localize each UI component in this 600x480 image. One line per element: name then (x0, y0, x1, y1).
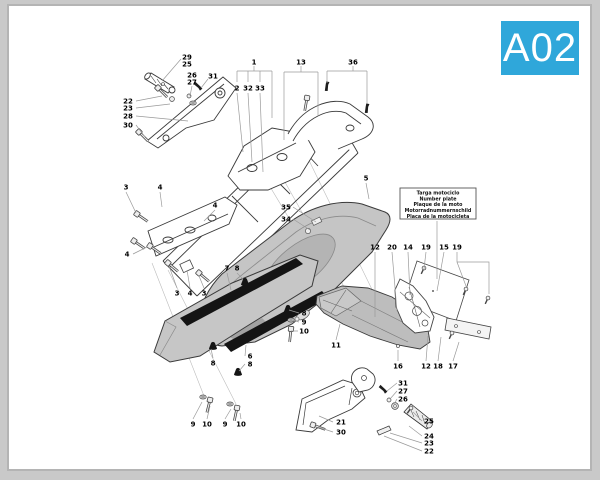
part-number-label: 19 (421, 243, 431, 251)
note-line-spanish: Placa de la motocicleta (407, 214, 470, 220)
part-number-label: 1 (252, 58, 257, 66)
part-number-label: 36 (348, 58, 358, 66)
right-footrest-bracket-drawing (295, 367, 433, 436)
part-number-label: 7 (225, 264, 230, 272)
part-number-label: 31 (208, 72, 218, 80)
part-number-label: 30 (123, 121, 133, 129)
reflector (444, 317, 492, 340)
part-number-label: 26 (398, 395, 408, 403)
note-box (399, 187, 477, 220)
seat-rail-strip (224, 291, 328, 352)
part-number-label: 6 (248, 352, 253, 360)
part-number-label: 17 (448, 362, 458, 370)
part-number-label: 12 (370, 243, 380, 251)
part-number-label: 20 (387, 243, 397, 251)
fasteners (129, 81, 492, 434)
part-number-label: 4 (188, 289, 193, 297)
seat-rail-strip (180, 258, 303, 326)
part-number-label: 4 (158, 183, 163, 191)
part-number-label: 29 (182, 53, 192, 61)
part-number-label: 27 (398, 387, 408, 395)
leader-lines (125, 58, 490, 452)
note-line-english: Number plate (419, 196, 457, 202)
part-number-label: 16 (393, 362, 403, 370)
undertray-drawing (153, 254, 328, 363)
part-number-label: 22 (123, 97, 133, 105)
rear-subframe-drawing (162, 100, 374, 303)
part-number-label: 25 (424, 417, 434, 425)
part-number-label: 32 (243, 84, 253, 92)
part-number-label: 25 (182, 60, 192, 68)
part-number-label: 22 (424, 447, 434, 455)
front-mount-plate-drawing (147, 196, 238, 257)
part-number-label: 24 (424, 432, 434, 440)
part-number-label: 10 (299, 327, 309, 335)
part-number-label: 35 (281, 203, 291, 211)
part-number-label: 13 (296, 58, 306, 66)
part-number-label: 31 (398, 379, 408, 387)
footpeg-pin (376, 425, 392, 436)
note-line-french: Plaque de la moto (414, 202, 464, 208)
part-number-label: 26 (187, 71, 197, 79)
part-number-label: 30 (336, 428, 346, 436)
part-number-label: 27 (187, 78, 197, 86)
part-number-label: 23 (424, 439, 434, 447)
part-number-label: 3 (124, 183, 129, 191)
part-number-label: 15 (439, 243, 449, 251)
part-number-label: 9 (191, 420, 196, 428)
part-number-label: 3 (202, 289, 207, 297)
number-plate-bracket-drawing (394, 260, 492, 340)
left-footrest-bracket-drawing (144, 72, 237, 149)
part-number-label: 10 (236, 420, 246, 428)
part-number-label: 11 (331, 341, 341, 349)
part-number-label: 8 (248, 360, 253, 368)
part-number-label: 9 (223, 420, 228, 428)
part-number-label: 9 (302, 318, 307, 326)
part-number-label: 8 (211, 359, 216, 367)
part-number-label: 21 (336, 418, 346, 426)
part-number-label: 34 (281, 215, 291, 223)
part-number-label: 2 (235, 84, 240, 92)
part-number-label: 3 (175, 289, 180, 297)
note-line-italian: Targa motociclo (417, 191, 460, 197)
part-number-label: 18 (433, 362, 443, 370)
part-number-label: 4 (213, 201, 218, 209)
part-number-label: 4 (125, 250, 130, 258)
number-plate-note: Targa motociclo Number plate Plaque de l… (399, 187, 477, 220)
part-number-label: 23 (123, 104, 133, 112)
page-code-badge: A02 (501, 21, 579, 75)
part-number-label: 33 (255, 84, 265, 92)
note-line-german: Motorradnummernschild (405, 208, 472, 214)
part-number-label: 5 (364, 174, 369, 182)
rear-fender-drawing (315, 285, 431, 350)
part-number-label: 28 (123, 112, 133, 120)
part-number-label: 8 (302, 309, 307, 317)
part-number-label: 8 (235, 264, 240, 272)
part-number-label: 12 (421, 362, 431, 370)
part-number-label: 14 (403, 243, 413, 251)
part-number-label: 19 (452, 243, 462, 251)
part-number-label: 10 (202, 420, 212, 428)
